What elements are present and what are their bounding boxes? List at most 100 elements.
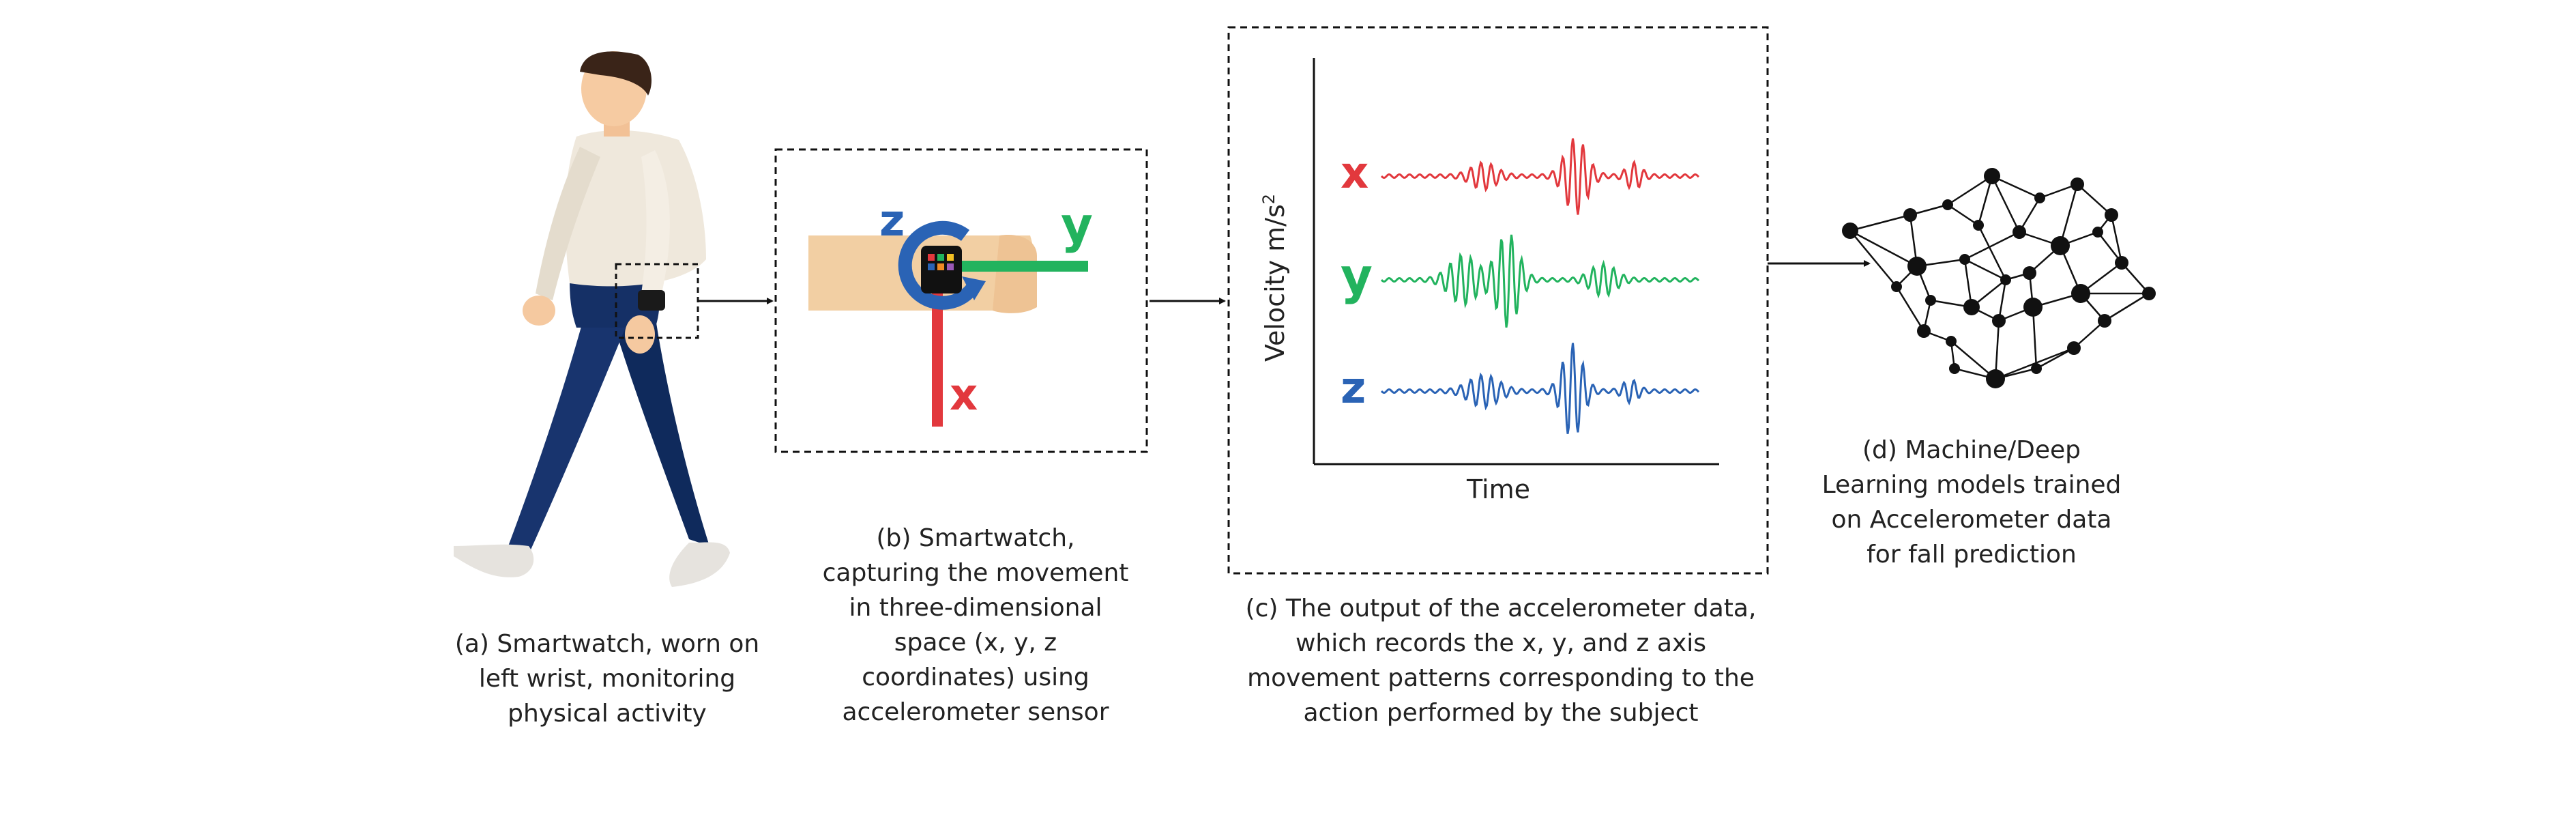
walking-person-illustration	[454, 51, 730, 587]
network-edge	[1895, 286, 1925, 332]
watch-app-dot	[928, 254, 935, 261]
network-node	[1949, 363, 1960, 374]
pants	[570, 276, 660, 328]
network-edge	[1994, 320, 2000, 379]
caption-a-line: left wrist, monitoring	[478, 665, 736, 693]
network-node	[2012, 225, 2026, 239]
series-label-x: x	[1341, 148, 1368, 199]
front-leg	[508, 307, 631, 554]
network-node	[1963, 299, 1980, 315]
front-arm	[641, 150, 670, 293]
network-node	[2105, 208, 2118, 222]
network-node	[1842, 223, 1858, 239]
network-node	[2000, 274, 2011, 285]
network-edge	[1849, 214, 1911, 232]
network-node	[2034, 192, 2045, 203]
network-node	[2023, 298, 2043, 317]
network-edge	[1947, 203, 1979, 227]
network-edge	[2104, 292, 2150, 322]
caption-d-line: on Accelerometer data	[1831, 506, 2112, 534]
smartwatch-on-wrist	[638, 290, 665, 311]
caption-c: (c) The output of the accelerometer data…	[1201, 591, 1801, 730]
network-node	[1942, 199, 1953, 210]
network-node	[1925, 295, 1936, 306]
network-node	[2092, 227, 2103, 238]
z-rotation-arrowhead	[962, 276, 986, 300]
velocity-axis-superscript: 2	[1259, 194, 1278, 204]
network-edge	[1950, 341, 1996, 379]
watch-app-dot	[947, 254, 954, 261]
series-label-y: y	[1341, 248, 1373, 305]
network-node	[2115, 256, 2128, 270]
series-label-z: z	[1341, 363, 1366, 414]
network-edge	[1947, 175, 1993, 206]
network-node	[2067, 341, 2081, 355]
network-edge	[1991, 175, 2021, 233]
front-hand	[625, 315, 655, 354]
back-leg	[611, 314, 709, 546]
caption-a-line: physical activity	[508, 700, 707, 728]
z-axis-rotation-arrow	[898, 220, 982, 310]
x-signal-waveform	[1380, 138, 1700, 215]
network-edge	[2073, 320, 2105, 349]
watch-app-dot	[928, 263, 935, 270]
caption-d-line: (d) Machine/Deep	[1862, 436, 2081, 464]
y-axis-label: y	[1061, 197, 1093, 254]
neural-network-graph	[1842, 168, 2156, 388]
watch-app-dot	[937, 263, 944, 270]
network-node	[2098, 314, 2111, 328]
network-edge	[2059, 184, 2079, 246]
caption-c-line: action performed by the subject	[1303, 699, 1699, 727]
hair	[580, 51, 652, 96]
network-node	[1984, 168, 2000, 184]
network-edge	[1849, 229, 1918, 268]
network-node	[2023, 266, 2036, 280]
caption-a-line: (a) Smartwatch, worn on	[454, 630, 760, 658]
network-node	[2142, 287, 2156, 300]
caption-d: (d) Machine/Deep Learning models trained…	[1794, 433, 2149, 572]
z-axis-label: z	[879, 196, 905, 246]
caption-c-line: movement patterns corresponding to the	[1247, 664, 1755, 692]
caption-b-line: capturing the movement	[822, 559, 1129, 587]
caption-d-line: for fall prediction	[1867, 541, 2077, 569]
back-hand	[523, 296, 555, 326]
network-node	[1946, 336, 1957, 347]
back-arm	[536, 147, 600, 300]
network-edge	[1964, 231, 2020, 261]
network-edge	[1991, 175, 2040, 199]
network-node	[1903, 208, 1917, 222]
network-node	[1959, 254, 1970, 265]
fist	[993, 235, 1037, 313]
smartwatch-panel-frame	[774, 148, 1148, 453]
caption-a: (a) Smartwatch, worn on left wrist, moni…	[409, 627, 805, 731]
network-edge	[1977, 175, 1993, 226]
network-edge	[2110, 214, 2123, 263]
caption-d-line: Learning models trained	[1821, 471, 2122, 499]
network-edge	[2121, 262, 2150, 294]
caption-b-line: accelerometer sensor	[842, 698, 1109, 726]
network-edge	[1964, 258, 2006, 281]
back-shoe	[454, 544, 534, 577]
watch-app-dot	[947, 263, 954, 270]
caption-b: (b) Smartwatch, capturing the movement i…	[805, 521, 1146, 730]
network-edge	[2032, 306, 2038, 369]
network-node	[1917, 324, 1931, 338]
velocity-axis-label: Velocity m/s2	[1259, 194, 1290, 362]
network-edge	[1849, 230, 1897, 287]
y-axis-arrow	[931, 261, 1088, 272]
network-node	[1992, 314, 2006, 328]
network-node	[2031, 363, 2042, 374]
network-edge	[2036, 347, 2075, 370]
network-node	[1907, 257, 1927, 276]
caption-b-line: coordinates) using	[862, 663, 1089, 691]
watch-app-dot	[937, 254, 944, 261]
caption-c-line: (c) The output of the accelerometer data…	[1245, 594, 1757, 622]
network-edge	[1997, 279, 2007, 321]
caption-b-line: space (x, y, z	[894, 629, 1057, 657]
z-signal-waveform	[1380, 343, 1700, 434]
sweater-torso	[565, 130, 706, 287]
time-axis-label: Time	[1466, 474, 1530, 504]
network-edge	[2077, 184, 2112, 216]
network-node	[2070, 177, 2084, 191]
x-axis-label: x	[950, 370, 978, 420]
